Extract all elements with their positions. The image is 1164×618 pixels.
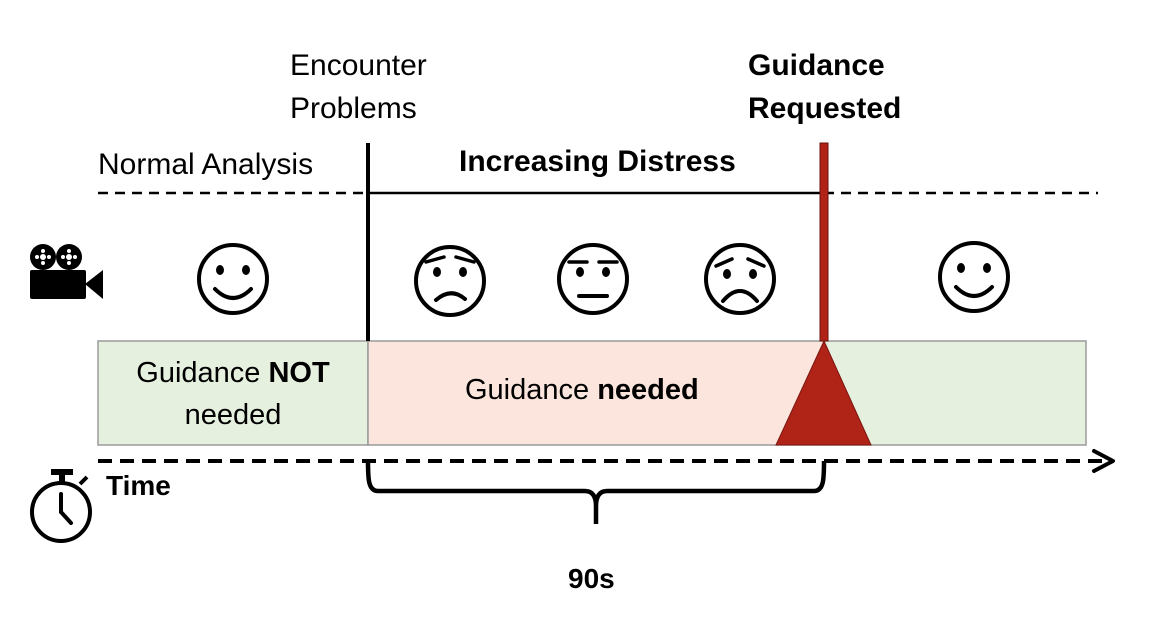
segment-prefix: Guidance [136, 357, 269, 389]
guidance-needed-text: Guidance needed [465, 373, 699, 408]
request-marker-line [819, 142, 829, 342]
duration-brace [365, 460, 827, 524]
duration-label: 90s [568, 563, 615, 594]
segment-emphasis: NOT [268, 357, 330, 389]
post-request-bar [823, 340, 1087, 446]
happy-face-icon [938, 241, 1010, 313]
guidance-requested-label: Guidance Requested [748, 49, 902, 125]
video-camera-icon [30, 244, 103, 299]
time-arrow-head [1092, 449, 1115, 473]
segment-prefix: Guidance [465, 374, 598, 406]
encounter-problems-label: Encounter Problems [290, 49, 427, 125]
increasing-distress-label: Increasing Distress [459, 145, 736, 178]
guidance-not-needed-bar [97, 340, 369, 446]
time-label: Time [106, 470, 171, 501]
guidance-not-needed-text: Guidance NOT needed [98, 352, 368, 436]
segment-suffix: needed [184, 399, 282, 431]
segment-emphasis: needed [597, 374, 699, 406]
guidance-needed-bar [367, 340, 825, 446]
request-triangle-marker [775, 339, 872, 446]
normal-analysis-label: Normal Analysis [98, 148, 314, 181]
neutral-face-icon [557, 243, 629, 315]
worried-face-icon [704, 243, 776, 315]
stopwatch-icon [30, 469, 92, 543]
happy-face-icon [197, 243, 269, 315]
frown-face-icon [414, 245, 486, 317]
